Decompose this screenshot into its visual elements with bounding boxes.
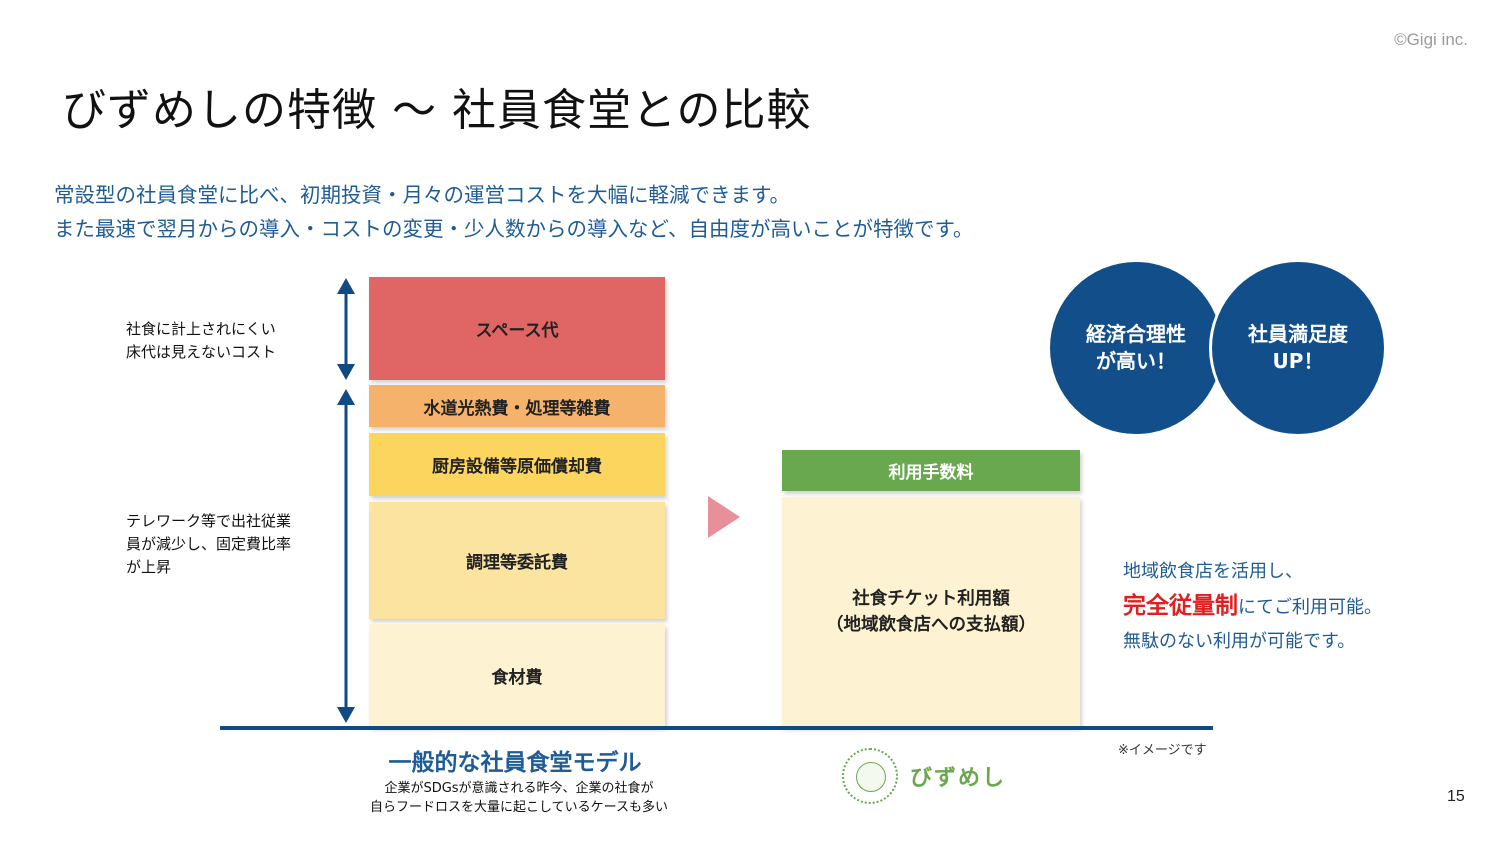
usage-description-line-2: 完全従量制にてご利用可能。 xyxy=(1123,589,1382,625)
ticket-usage-line-2: （地域飲食店への支払額） xyxy=(826,615,1036,635)
bizmeshi-logo-icon xyxy=(842,748,898,804)
employee-satisfaction-line-1: 社員満足度 xyxy=(1248,322,1348,346)
depreciation-cost-block: 厨房設備等原価償却費 xyxy=(369,433,665,496)
space-cost-block: スペース代 xyxy=(369,277,665,380)
logo-emblem xyxy=(856,762,886,792)
utilities-cost-block: 水道光熱費・処理等雑費 xyxy=(369,385,665,427)
image-note: ※イメージです xyxy=(1118,743,1207,758)
hidden-cost-note-line-2: 床代は見えないコスト xyxy=(126,343,277,361)
hidden-cost-note: 社食に計上されにくい 床代は見えないコスト xyxy=(126,318,276,364)
general-model-subnote: 企業がSDGsが意識される昨今、企業の社食が 自らフードロスを大量に起こしている… xyxy=(346,779,692,817)
space-cost-range-arrow xyxy=(337,278,355,380)
usage-description-line-1: 地域飲食店を活用し、 xyxy=(1123,561,1303,582)
usage-description: 地域飲食店を活用し、 完全従量制にてご利用可能。 無駄のない利用が可能です。 xyxy=(1123,555,1382,659)
hidden-cost-note-line-1: 社食に計上されにくい xyxy=(126,320,276,338)
telework-note-line-1: テレワーク等で出社従業 xyxy=(126,512,292,530)
ticket-usage-block: 社食チケット利用額 （地域飲食店への支払額） xyxy=(782,497,1080,727)
employee-satisfaction-circle: 社員満足度 UP！ xyxy=(1212,262,1384,434)
usage-description-line-2-rest: にてご利用可能。 xyxy=(1238,597,1382,618)
usage-description-line-3: 無駄のない利用が可能です。 xyxy=(1123,631,1356,652)
subtitle-line-2: また最速で翌月からの導入・コストの変更・少人数からの導入など、自由度が高いことが… xyxy=(54,217,974,241)
general-model-subnote-line-2: 自らフードロスを大量に起こしているケースも多い xyxy=(370,800,668,815)
usage-fee-block: 利用手数料 xyxy=(782,450,1080,491)
ingredients-cost-block: 食材費 xyxy=(369,624,665,727)
pay-per-use-emphasis: 完全従量制 xyxy=(1123,593,1238,619)
economic-rationality-line-1: 経済合理性 xyxy=(1086,322,1186,346)
telework-note-line-3: が上昇 xyxy=(126,558,172,576)
economic-rationality-line-2: が高い！ xyxy=(1096,349,1176,373)
employee-satisfaction-line-2: UP！ xyxy=(1272,349,1324,373)
baseline xyxy=(220,726,1213,730)
general-model-subnote-line-1: 企業がSDGsが意識される昨今、企業の社食が xyxy=(384,781,654,796)
general-model-label: 一般的な社員食堂モデル xyxy=(388,750,642,776)
telework-note: テレワーク等で出社従業 員が減少し、固定費比率 が上昇 xyxy=(126,510,291,579)
subtitle-line-1: 常設型の社員食堂に比べ、初期投資・月々の運営コストを大幅に軽減できます。 xyxy=(54,183,790,207)
page-number: 15 xyxy=(1447,788,1465,805)
ticket-usage-line-1: 社食チケット利用額 xyxy=(852,589,1010,609)
telework-note-line-2: 員が減少し、固定費比率 xyxy=(126,535,292,553)
copyright: ©Gigi inc. xyxy=(1394,30,1468,49)
economic-rationality-circle: 経済合理性 が高い！ xyxy=(1050,262,1222,434)
bizmeshi-brand-name: びずめし xyxy=(910,766,1007,791)
transition-arrow-icon xyxy=(708,496,740,538)
page-title: びずめしの特徴 ～ 社員食堂との比較 xyxy=(62,85,812,136)
page-subtitle: 常設型の社員食堂に比べ、初期投資・月々の運営コストを大幅に軽減できます。 また最… xyxy=(54,178,973,246)
cooking-outsourcing-cost-block: 調理等委託費 xyxy=(369,502,665,619)
fixed-cost-range-arrow xyxy=(337,389,355,723)
